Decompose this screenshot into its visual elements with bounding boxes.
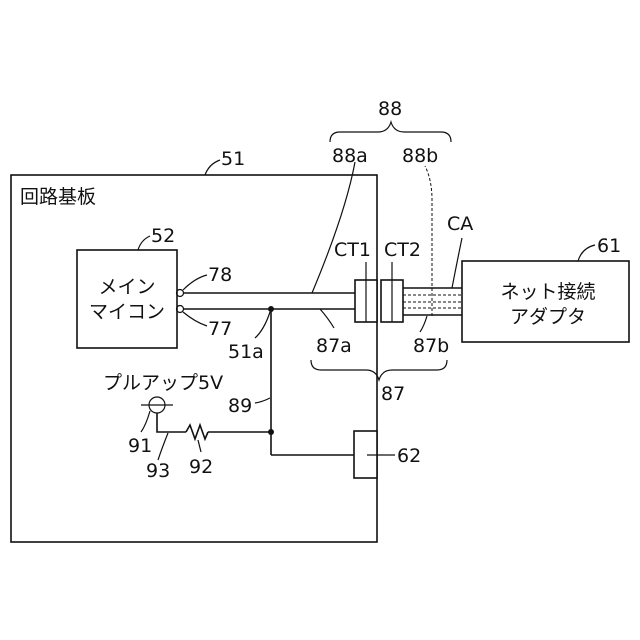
line-87b-label: 87b [413, 335, 449, 357]
pin-78-label: 78 [208, 264, 232, 286]
adapter-ref-label: 61 [597, 235, 621, 257]
line-87a-label: 87a [316, 335, 352, 357]
main-microcontroller-label-1: メイン [98, 276, 155, 298]
main-microcontroller-box [77, 250, 177, 348]
comp-93-label: 93 [146, 460, 170, 482]
ct1-label: CT1 [334, 239, 371, 261]
cable-assembly-label: 88 [378, 98, 402, 120]
net-adapter-label-2: アダプタ [510, 306, 586, 328]
node-51a-label: 51a [228, 341, 264, 363]
net-adapter-label-1: ネット接続 [500, 281, 595, 303]
cable-88b-curve [425, 166, 432, 316]
line-87b-leader [420, 316, 427, 332]
circuit-board-name: 回路基板 [20, 186, 96, 208]
board-leader [205, 160, 220, 175]
brace-88 [330, 122, 451, 142]
pin-77-label: 77 [208, 318, 232, 340]
circuit-board-outline [11, 175, 377, 542]
cable-88b-label: 88b [402, 145, 438, 167]
cable-cap-leader [452, 238, 462, 288]
junction-pullup [268, 429, 274, 435]
comp-92-label: 92 [189, 456, 213, 478]
line-group-label: 87 [381, 383, 405, 405]
cable-cap-label: CA [447, 213, 473, 235]
main-microcontroller-label-2: マイコン [89, 301, 165, 323]
comp-91-label: 91 [128, 435, 152, 457]
cable-88a-label: 88a [332, 145, 368, 167]
pullup-label: プルアップ5V [103, 372, 223, 394]
main-ref-label: 52 [151, 225, 175, 247]
block-62-label: 62 [397, 445, 421, 467]
adapter-leader [578, 245, 595, 261]
board-ref-label: 51 [221, 148, 245, 170]
ct2-label: CT2 [384, 239, 421, 261]
line-89-label: 89 [228, 395, 252, 417]
